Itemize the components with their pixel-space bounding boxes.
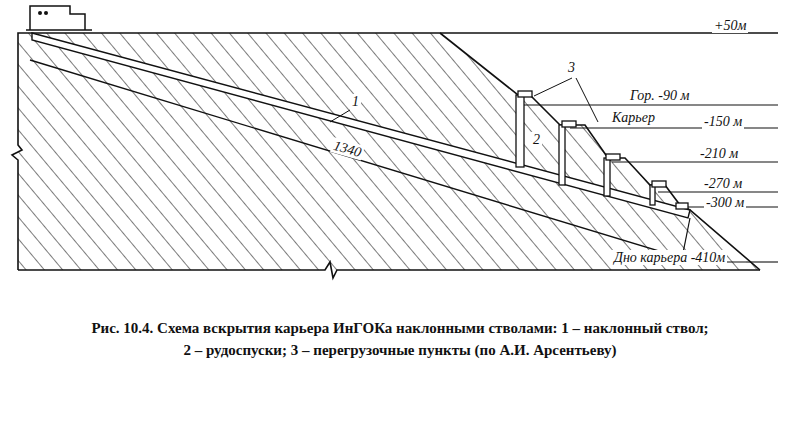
pit-label: Карьер (610, 110, 657, 125)
callout-number: 2 (531, 132, 542, 147)
level-label: -150 м (702, 114, 744, 129)
figure-caption: Рис. 10.4. Схема вскрытия карьера ИнГОКа… (90, 318, 710, 362)
callout-number: 3 (566, 60, 577, 75)
elevation-label: +50м (712, 18, 748, 33)
level-label: Дно карьера -410м (612, 250, 727, 265)
callout-number: 1 (350, 94, 361, 109)
level-label: -270 м (702, 176, 744, 191)
level-label: -210 м (698, 146, 740, 161)
level-label: -300 м (704, 195, 746, 210)
level-label: Гор. -90 м (628, 88, 691, 103)
